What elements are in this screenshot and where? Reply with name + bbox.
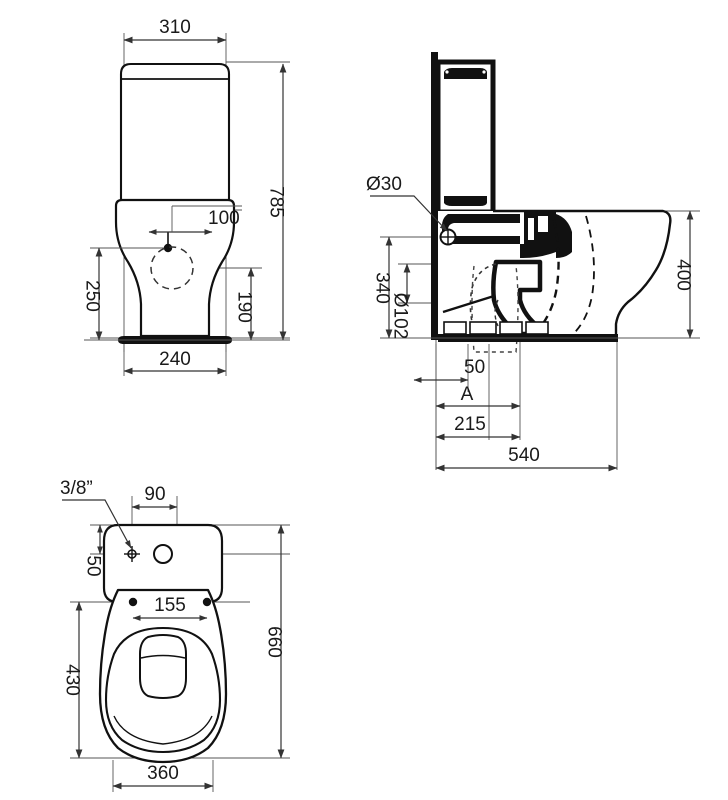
dim-430: 430 (62, 601, 83, 759)
dim-340-label: 340 (372, 272, 393, 304)
dim-660-label: 660 (264, 626, 285, 658)
dim-d30-leader: Ø30 (366, 174, 448, 232)
plan-view: 3/8” 90 50 155 430 660 360 (60, 478, 290, 792)
plan-rim-inner (104, 626, 222, 754)
dim-50-side: 50 (413, 357, 485, 383)
plan-flush-channel (139, 634, 187, 699)
dim-240-label: 240 (159, 349, 191, 370)
dim-50-plan-label: 50 (83, 555, 104, 576)
dim-310-label: 310 (159, 17, 191, 38)
front-elevation-view: 310 785 100 250 190 240 (82, 17, 290, 376)
dim-215-label: 215 (454, 414, 486, 435)
dim-d102-label: Ø102 (390, 293, 411, 339)
dim-90-label: 90 (144, 484, 165, 505)
dim-38-label: 3/8” (60, 478, 93, 499)
dim-310: 310 (123, 17, 227, 44)
side-floor-feet (400, 321, 700, 342)
side-outlet-hidden (471, 265, 519, 353)
plan-inlet-crosshair (124, 546, 140, 562)
dim-785: 785 (266, 63, 287, 341)
dim-100-label: 100 (208, 208, 240, 229)
front-waste-hidden-circle (150, 246, 194, 290)
dim-540: 540 (435, 445, 618, 472)
side-flush-assembly (440, 212, 572, 258)
dim-155-label: 155 (154, 595, 186, 616)
dim-400-label: 400 (673, 259, 694, 291)
dim-A-label: A (461, 384, 474, 405)
dim-190-label: 190 (234, 291, 255, 323)
plan-cistern-top (102, 523, 224, 604)
dim-250: 250 (82, 247, 103, 341)
front-cistern-outline (119, 62, 231, 202)
dim-190: 190 (234, 267, 255, 341)
dim-360: 360 (112, 763, 214, 790)
flush-button-hole (153, 544, 173, 564)
dim-540-label: 540 (508, 445, 540, 466)
dim-155: 155 (132, 595, 208, 621)
dim-340: 340 (372, 236, 393, 339)
dim-50-side-label: 50 (464, 357, 485, 378)
dim-90: 90 (131, 484, 178, 510)
dim-240: 240 (123, 344, 227, 376)
dim-400: 400 (673, 210, 694, 339)
dim-660: 660 (264, 524, 285, 759)
dim-100: 100 (148, 205, 242, 235)
side-inlet-circle (439, 228, 457, 246)
plan-fixing-holes (128, 597, 212, 607)
dim-360-label: 360 (147, 763, 179, 784)
dim-d102: Ø102 (390, 263, 411, 339)
dim-250-label: 250 (82, 280, 103, 312)
dim-50-plan: 50 (83, 524, 104, 577)
dim-A: A (435, 384, 521, 410)
dim-215: 215 (435, 414, 521, 441)
dim-430-label: 430 (62, 664, 83, 696)
front-floor-foot (84, 336, 290, 344)
wall-line (431, 52, 438, 340)
dim-785-label: 785 (266, 186, 287, 218)
side-elevation-view: Ø30 340 Ø102 400 50 A 215 (366, 52, 700, 472)
dim-38-leader: 3/8” (60, 478, 132, 549)
dim-d30-label: Ø30 (366, 174, 402, 195)
